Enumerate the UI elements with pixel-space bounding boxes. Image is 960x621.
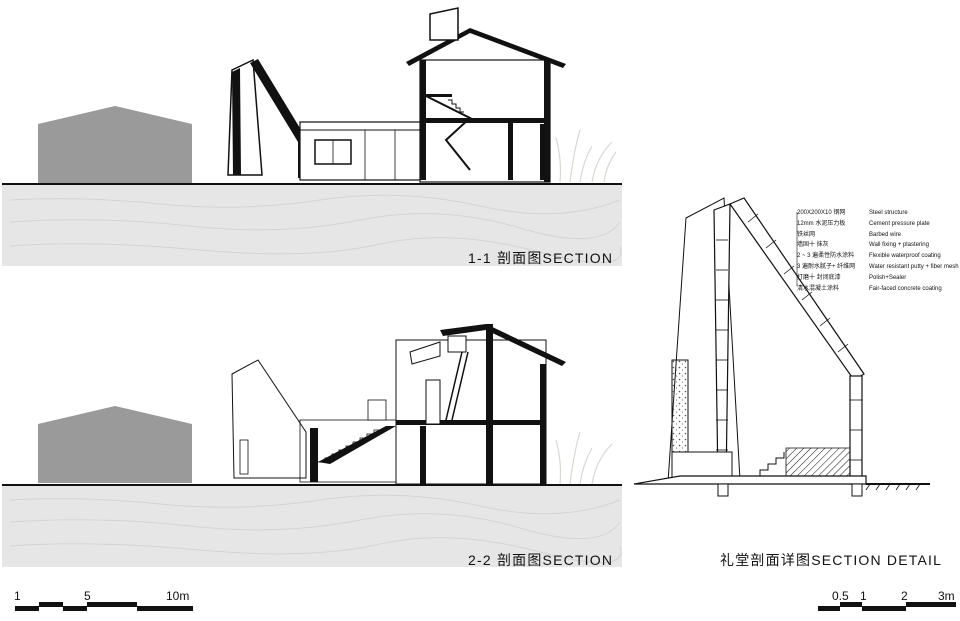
section-1-1 bbox=[2, 7, 622, 266]
legend-spec: 墙固十 抹灰 bbox=[797, 242, 829, 249]
legend-en: Water resistant putty + fiber mesh bbox=[869, 263, 959, 270]
legend-en: Wall fixing + plastering bbox=[869, 242, 929, 249]
legend-en: Fair-faced concrete coating bbox=[869, 285, 942, 292]
legend-spec: 清水混凝土涂料 bbox=[797, 285, 840, 292]
detail-en: SECTION DETAIL bbox=[811, 552, 943, 568]
section-2-2 bbox=[2, 324, 622, 567]
section-1-1-cn: 剖面图 bbox=[496, 250, 543, 266]
neighbor-house-2 bbox=[38, 406, 192, 483]
legend-spec: 12mm 水泥压力板 bbox=[797, 220, 846, 227]
scale-left-5: 5 bbox=[84, 589, 91, 603]
legend-en: Polish+Sealer bbox=[869, 274, 907, 281]
section-2-2-cn: 剖面图 bbox=[496, 552, 543, 568]
scale-right-3m: 3m bbox=[938, 589, 955, 603]
scale-bar-left bbox=[15, 602, 193, 611]
section-2-2-number: 2-2 bbox=[468, 552, 492, 568]
section-2-2-en: SECTION bbox=[542, 552, 614, 568]
legend-spec: 3 遍耐水腻子+ 纤维网 bbox=[797, 263, 856, 270]
scale-right-1: 1 bbox=[860, 589, 867, 603]
legend-spec: 2 ~ 3 遍柔性防水涂料 bbox=[797, 253, 855, 260]
scale-right-0.5: 0.5 bbox=[832, 589, 849, 603]
scale-left-10m: 10m bbox=[166, 589, 190, 603]
legend-en: Flexible waterproof coating bbox=[869, 253, 941, 260]
ground-1 bbox=[2, 184, 622, 266]
legend-spec: 打磨十 封闭底漆 bbox=[797, 274, 841, 281]
legend-en: Cement pressure plate bbox=[869, 220, 930, 227]
section-2-2-title: 2-2 剖面图SECTION bbox=[468, 550, 613, 570]
detail-drawing bbox=[633, 197, 930, 497]
scale-bar-right bbox=[818, 602, 956, 611]
detail-cn: 礼堂剖面详图 bbox=[720, 552, 812, 568]
section-1-1-number: 1-1 bbox=[468, 250, 492, 266]
legend-spec: 铁丝网 bbox=[797, 231, 816, 238]
neighbor-house-1 bbox=[38, 106, 192, 183]
legend-en: Steel structure bbox=[869, 210, 908, 216]
section-1-1-en: SECTION bbox=[542, 250, 614, 266]
scale-right-2: 2 bbox=[901, 589, 908, 603]
legend-en: Barbed wire bbox=[869, 231, 902, 238]
scale-left-1: 1 bbox=[14, 589, 21, 603]
legend-spec: 200X200X10 钢网 bbox=[797, 210, 846, 216]
detail-title: 礼堂剖面详图SECTION DETAIL bbox=[720, 550, 942, 570]
section-1-1-title: 1-1 剖面图SECTION bbox=[468, 248, 613, 268]
